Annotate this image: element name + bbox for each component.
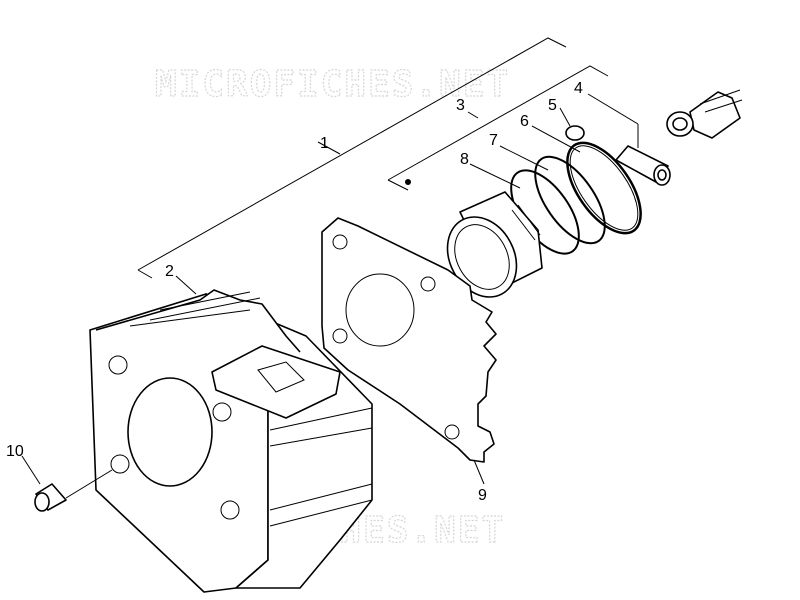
callout-9: 9 [478,487,487,504]
callout-8: 8 [460,151,469,168]
dowel-sleeve [34,483,67,512]
callout-2: 2 [165,263,174,280]
callout-5: 5 [548,97,557,114]
callout-7: 7 [489,132,498,149]
group-bracket-3 [387,65,609,191]
piston-pin [615,145,671,186]
cylinder-base-gasket [321,217,497,463]
callout-labels: 1 2 3 4 5 6 7 8 9 10 [6,80,583,504]
group-bracket-1 [137,37,567,279]
callout-10: 10 [6,443,24,460]
cylinder-block [89,289,373,593]
callout-4: 4 [574,80,583,97]
callout-1: 1 [320,135,329,152]
connecting-rod [666,89,743,139]
bracket-dot [405,179,411,185]
callout-6: 6 [520,113,529,130]
callout-3: 3 [456,97,465,114]
piston [446,191,543,298]
circlip [565,125,585,141]
leader-lines [21,93,639,499]
watermark-top: MICROFICHES.NET [155,64,510,105]
